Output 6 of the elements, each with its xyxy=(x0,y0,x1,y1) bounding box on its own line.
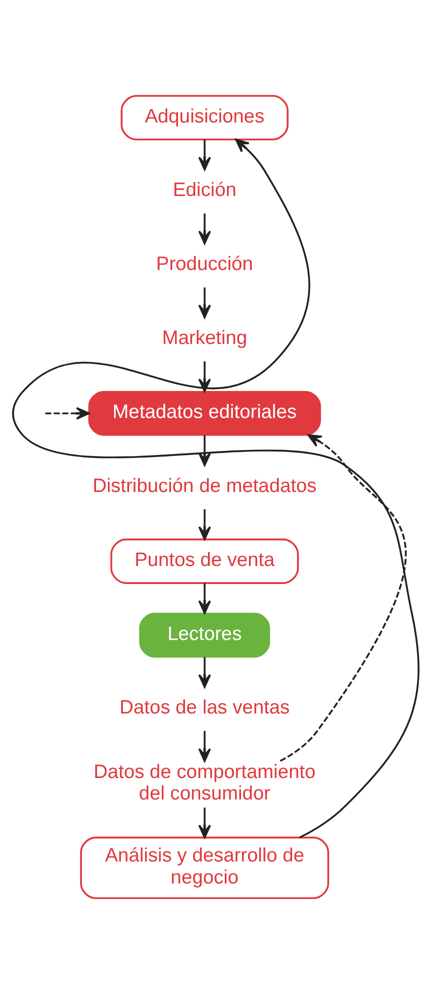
node-text: Datos de las ventas xyxy=(120,696,290,718)
node-text: Edición xyxy=(172,178,236,201)
node-text: Marketing xyxy=(162,326,248,349)
node-text: Datos de comportamiento del consumidor xyxy=(94,760,316,804)
node-text: Distribución de metadatos xyxy=(92,474,317,496)
node-text: Producción xyxy=(156,252,254,275)
